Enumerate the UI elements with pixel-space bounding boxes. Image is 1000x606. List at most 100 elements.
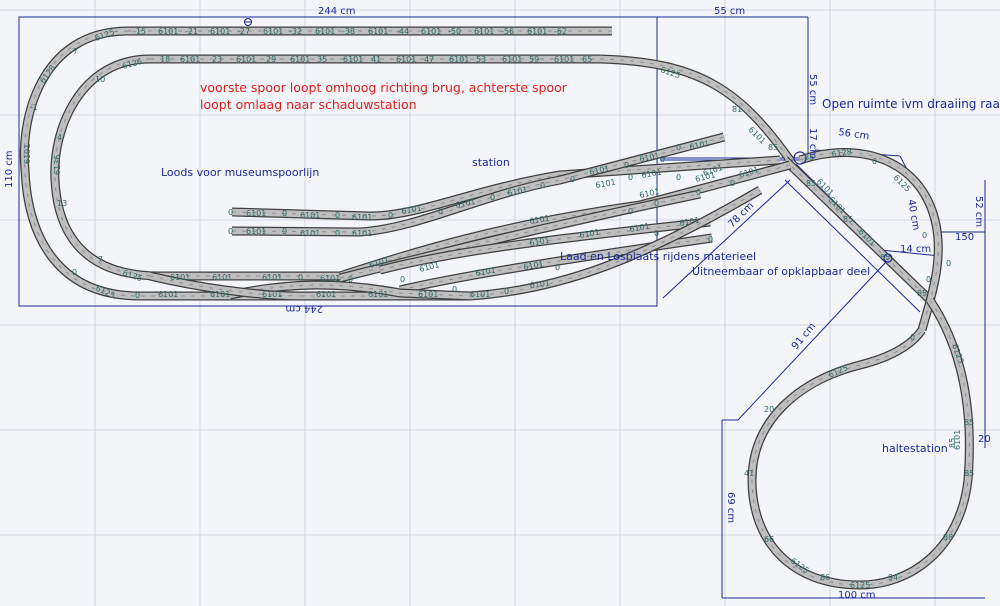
piece-code: 6101 (579, 228, 601, 240)
piece-code: 6101 (158, 27, 178, 36)
height-label: 20 (764, 405, 774, 414)
height-label: -56 (501, 27, 514, 36)
height-label: 0 (540, 181, 545, 190)
height-label: 59 (529, 55, 539, 64)
height-label: 0 (335, 211, 340, 220)
height-label: -50 (448, 27, 461, 36)
height-label: 0 (696, 188, 701, 197)
piece-code: 6101 (316, 290, 336, 299)
height-label: 85 (843, 215, 853, 224)
piece-code: 6101 (263, 27, 283, 36)
height-label: 0 (570, 175, 575, 184)
piece-code: 6128 (831, 147, 852, 159)
height-label: 0 (555, 263, 560, 272)
dim-52: 52 cm (973, 196, 984, 227)
dim-14: 14 cm (900, 244, 931, 255)
height-label: 0 (628, 173, 633, 182)
height-label: 13 (57, 199, 67, 208)
piece-code: 6101 (23, 144, 32, 164)
height-label: 85 (880, 253, 890, 262)
dim-69: 69 cm (725, 492, 736, 523)
piece-code: 6101 (474, 27, 494, 36)
dim-55-width: 55 cm (714, 6, 745, 17)
height-label: -62 (554, 27, 567, 36)
red-note-line-2: loopt omlaag naar schaduwstation (200, 97, 417, 112)
height-label: 85 (964, 418, 974, 427)
piece-code: 6101 (368, 290, 388, 299)
height-label: 0 (676, 143, 681, 152)
piece-code: 6101 (595, 178, 617, 190)
top-row-labels: -15 6101 -21 6101 -27 6101 -32 6101 -38 … (133, 27, 567, 36)
height-label: 0 (654, 199, 659, 208)
height-label: 0 (708, 235, 713, 244)
height-label: 85 (964, 469, 974, 478)
piece-code: 6101 (641, 168, 663, 180)
station-note: station (472, 156, 510, 169)
piece-code: 6101 (262, 290, 282, 299)
piece-code: 6101 (300, 229, 320, 238)
height-label: 0 (298, 273, 303, 282)
piece-code: 6101 (396, 55, 416, 64)
dim-left-height: 110 cm (4, 150, 15, 188)
height-label: 41 (744, 469, 754, 478)
piece-code: 6101 (352, 213, 372, 222)
height-label: 0 (438, 207, 443, 216)
height-label: 0 (676, 173, 681, 182)
piece-code: 6101 (639, 151, 661, 164)
piece-code: 6101 (320, 274, 340, 283)
open-space-note: Open ruimte ivm draaiing raam (822, 97, 1000, 111)
height-label: -32 (289, 27, 302, 36)
piece-code: 6101 (170, 273, 190, 282)
second-row-labels: 18 6101 23 6101 29 6101 35 6101 41 6101 … (160, 55, 592, 64)
piece-code: 6101 (421, 27, 441, 36)
bridge-joint-marker (793, 151, 807, 165)
piece-code: 6101 (300, 211, 320, 220)
height-label: 65 (582, 55, 592, 64)
height-label: 0 (282, 227, 287, 236)
height-label: 0 (228, 227, 233, 236)
loods-note: Loods voor museumspoorlijn (161, 166, 319, 179)
piece-code: 6101 (368, 27, 388, 36)
dim-78-line (662, 179, 791, 299)
height-label: 4 (57, 133, 62, 142)
pin-icon (244, 18, 252, 26)
dim-14-line (879, 249, 941, 257)
height-label: -21 (185, 27, 198, 36)
main-board-outline (18, 16, 658, 307)
piece-code: 6101 (529, 214, 551, 226)
piece-code: 6101 (246, 209, 266, 218)
piece-code: 6101 (529, 279, 550, 290)
height-label: 66 (764, 535, 774, 544)
piece-code: 6101 (290, 55, 310, 64)
piece-code: 6101 (246, 227, 266, 236)
bridge-labels: 81 85 85 85 85 85 85 0 0 0 0 0 0 (660, 105, 951, 342)
piece-code: 6101 (639, 187, 661, 200)
height-label: 0 (872, 157, 877, 166)
dimension-lines (18, 16, 986, 599)
dim-bottom-width: 244 cm (285, 303, 323, 314)
height-label: 85 (917, 289, 927, 298)
piece-code: 6101 (953, 430, 962, 450)
dim-91-line (737, 261, 887, 421)
piece-code: 6101 (180, 55, 200, 64)
piece-code: 6101 (679, 216, 701, 228)
height-label: 41 (371, 55, 381, 64)
height-label: 35 (317, 55, 327, 64)
height-label: 0 (910, 333, 915, 342)
height-label: 0 (628, 207, 633, 216)
piece-code: 6101 (455, 197, 477, 210)
height-label: 29 (266, 55, 276, 64)
height-label: 0 (72, 268, 77, 277)
track-layer (19, 26, 974, 590)
height-label: 85 (804, 153, 814, 162)
piece-code: 6101 (475, 266, 497, 278)
laad-los-note: Laad en Losplaats rijdens materieel (560, 250, 756, 263)
height-label: 94 (888, 573, 898, 582)
piece-code: 6101 (527, 27, 547, 36)
height-label: 86 (820, 573, 830, 582)
height-label: 0 (624, 161, 629, 170)
dim-150: 150 (955, 232, 974, 243)
lower-loop-labels: 20 41 66 86 94 88 85 85 85 (744, 405, 974, 582)
bridge-end-marker (883, 253, 893, 263)
